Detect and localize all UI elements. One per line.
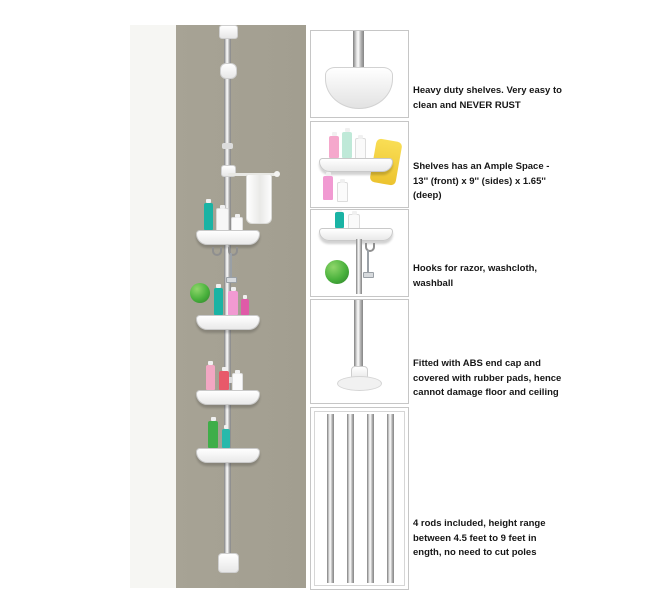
shelf-close-up <box>319 158 393 172</box>
pink-bottle <box>228 287 238 315</box>
mint-bottle <box>342 128 352 158</box>
caption-never-rust: Heavy duty shelves. Very easy to clean a… <box>413 85 562 111</box>
floor-end-cap <box>218 553 239 573</box>
caption-end-cap: Fitted with ABS end cap and covered with… <box>413 358 562 399</box>
teal-bottle <box>335 210 344 228</box>
pink-pump-bottle <box>323 172 333 200</box>
razor-head <box>363 272 374 278</box>
teal-bottle <box>204 199 213 230</box>
ceiling-end-cap <box>219 25 238 39</box>
pole-collar <box>222 143 233 149</box>
teal-bottle <box>214 284 223 315</box>
adjuster-knob <box>220 63 237 79</box>
detail-thumb-end-cap <box>310 299 409 404</box>
detail-thumb-top-cap <box>310 30 409 118</box>
green-washball <box>325 260 349 284</box>
tension-pole <box>224 25 231 565</box>
main-product-photo <box>130 25 306 588</box>
teal-bottle <box>222 425 230 448</box>
hook <box>228 247 238 256</box>
rod-3 <box>367 414 374 583</box>
detail-thumb-shelf-space <box>310 121 409 208</box>
detail-thumb-rods <box>310 407 409 590</box>
magenta-bottle <box>241 295 249 315</box>
caption-ample-space: Shelves has an Ample Space - 13'' (front… <box>413 161 550 202</box>
towel-bar-end-cap <box>274 171 280 177</box>
corner-shelf-4 <box>196 448 260 463</box>
green-loofah <box>190 283 210 303</box>
pink-spray-bottle <box>206 361 215 390</box>
green-bottle <box>208 417 218 448</box>
pole-close-up <box>353 31 364 71</box>
caption-hooks: Hooks for razor, washcloth, washball <box>413 263 538 289</box>
hanging-razor <box>367 250 369 272</box>
razor-head <box>226 277 237 283</box>
caption-rods: 4 rods included, height range between 4.… <box>413 518 546 559</box>
red-bottle <box>219 367 229 390</box>
pole-close-up <box>354 300 363 374</box>
rubber-base-pad <box>337 376 382 391</box>
hanging-razor <box>230 253 232 277</box>
hook <box>212 247 222 256</box>
end-cap-dome <box>325 67 393 109</box>
corner-shelf-1 <box>196 230 260 245</box>
detail-thumb-hooks <box>310 209 409 297</box>
hook <box>365 243 375 252</box>
hanging-towel <box>246 175 272 224</box>
white-pump-bottle <box>216 205 229 232</box>
corner-shelf-2 <box>196 315 260 330</box>
corner-shelf-3 <box>196 390 260 405</box>
inner-frame <box>314 411 405 586</box>
white-bottle <box>355 135 366 160</box>
rod-1 <box>327 414 334 583</box>
white-bottle <box>337 179 348 202</box>
towel-bar <box>228 173 276 176</box>
rod-4 <box>387 414 394 583</box>
pole-close-up <box>356 239 362 294</box>
pink-bottle <box>329 132 339 158</box>
rod-2 <box>347 414 354 583</box>
